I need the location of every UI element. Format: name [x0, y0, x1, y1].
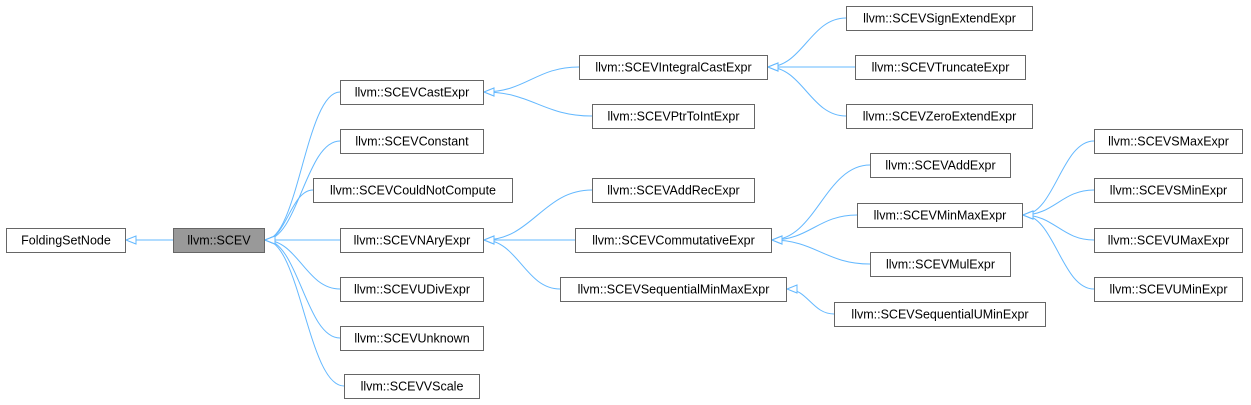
class-node-box [340, 80, 484, 105]
class-node-label: llvm::SCEVZeroExtendExpr [863, 110, 1017, 124]
class-node-label: llvm::SCEVMinMaxExpr [874, 209, 1007, 223]
edge-ptrtoint-to-castexpr [484, 92, 593, 117]
class-node-box [340, 129, 484, 154]
class-node-ptrtoint[interactable]: llvm::SCEVPtrToIntExpr [592, 104, 755, 129]
edge-couldnot-to-scev [265, 189, 314, 240]
class-node-box [1094, 178, 1243, 203]
class-node-box [340, 277, 484, 302]
class-node-castexpr[interactable]: llvm::SCEVCastExpr [340, 80, 484, 105]
class-node-label: llvm::SCEVCouldNotCompute [330, 184, 496, 198]
edge-smax-to-minmax [1023, 140, 1095, 215]
class-node-label: llvm::SCEVIntegralCastExpr [595, 61, 751, 75]
edge-sequmin-to-seqminmax [787, 289, 835, 315]
class-node-box [855, 55, 1026, 80]
class-node-label: llvm::SCEVUMaxExpr [1108, 234, 1230, 248]
class-node-udivexpr[interactable]: llvm::SCEVUDivExpr [340, 277, 484, 302]
class-node-label: llvm::SCEVCommutativeExpr [592, 234, 755, 248]
class-node-box [834, 302, 1046, 327]
class-node-label: llvm::SCEVUMinExpr [1109, 283, 1227, 297]
class-node-addrec[interactable]: llvm::SCEVAddRecExpr [592, 178, 755, 203]
class-node-seqminmax[interactable]: llvm::SCEVSequentialMinMaxExpr [560, 277, 787, 302]
class-node-unknown[interactable]: llvm::SCEVUnknown [340, 326, 484, 351]
class-node-label: llvm::SCEVCastExpr [355, 86, 470, 100]
class-node-box [340, 326, 484, 351]
class-node-label: llvm::SCEVMulExpr [886, 258, 995, 272]
class-node-label: llvm::SCEVSequentialUMinExpr [851, 308, 1028, 322]
class-node-constant[interactable]: llvm::SCEVConstant [340, 129, 484, 154]
class-node-label: llvm::SCEVSignExtendExpr [863, 12, 1016, 26]
class-node-box [846, 6, 1033, 31]
class-node-label: llvm::SCEVNAryExpr [354, 234, 471, 248]
class-node-zeroext[interactable]: llvm::SCEVZeroExtendExpr [846, 104, 1033, 129]
class-node-box [579, 55, 768, 80]
class-node-label: llvm::SCEV [187, 234, 251, 248]
class-node-integralcast[interactable]: llvm::SCEVIntegralCastExpr [579, 55, 768, 80]
class-node-umax[interactable]: llvm::SCEVUMaxExpr [1094, 228, 1243, 253]
edge-seqminmax-to-naryexpr [484, 240, 561, 290]
class-node-label: llvm::SCEVSMaxExpr [1108, 135, 1229, 149]
class-node-box [846, 104, 1033, 129]
class-node-smin[interactable]: llvm::SCEVSMinExpr [1094, 178, 1243, 203]
edge-addrec-to-naryexpr [484, 189, 593, 240]
edge-unknown-to-scev [265, 240, 341, 339]
class-node-box [857, 203, 1023, 228]
edge-integralcast-to-castexpr [484, 66, 580, 92]
class-node-box [1094, 277, 1243, 302]
class-node-couldnot[interactable]: llvm::SCEVCouldNotCompute [313, 178, 513, 203]
class-node-label: llvm::SCEVAddExpr [885, 159, 995, 173]
class-node-label: llvm::SCEVConstant [355, 135, 469, 149]
class-node-box [870, 252, 1011, 277]
class-node-mulexpr[interactable]: llvm::SCEVMulExpr [870, 252, 1011, 277]
class-node-box [1094, 228, 1243, 253]
class-node-box [344, 374, 480, 399]
edge-umin-to-minmax [1023, 215, 1095, 290]
class-node-addexpr[interactable]: llvm::SCEVAddExpr [870, 153, 1011, 178]
edge-castexpr-to-scev [265, 91, 341, 240]
class-node-label: llvm::SCEVUDivExpr [354, 283, 470, 297]
class-node-box [560, 277, 787, 302]
edge-signext-to-integralcast [768, 17, 847, 67]
class-node-naryexpr[interactable]: llvm::SCEVNAryExpr [340, 228, 484, 253]
edge-addexpr-to-commutative [772, 164, 871, 240]
class-node-box [592, 104, 755, 129]
class-node-smax[interactable]: llvm::SCEVSMaxExpr [1094, 129, 1243, 154]
class-node-commutative[interactable]: llvm::SCEVCommutativeExpr [575, 228, 772, 253]
class-node-truncate[interactable]: llvm::SCEVTruncateExpr [855, 55, 1026, 80]
class-node-sequmin[interactable]: llvm::SCEVSequentialUMinExpr [834, 302, 1046, 327]
edge-minmax-to-commutative [772, 214, 858, 240]
edge-udivexpr-to-scev [265, 240, 341, 290]
edge-mulexpr-to-commutative [772, 240, 871, 265]
class-node-label: llvm::SCEVSequentialMinMaxExpr [578, 283, 770, 297]
class-node-vscale[interactable]: llvm::SCEVVScale [344, 374, 480, 399]
class-node-label: llvm::SCEVVScale [361, 380, 464, 394]
class-node-box [592, 178, 755, 203]
class-node-label: llvm::SCEVAddRecExpr [607, 184, 739, 198]
class-node-label: FoldingSetNode [21, 234, 111, 248]
class-node-signext[interactable]: llvm::SCEVSignExtendExpr [846, 6, 1033, 31]
class-node-box [1094, 129, 1243, 154]
class-node-box [575, 228, 772, 253]
class-node-box [6, 228, 126, 253]
class-node-scev: llvm::SCEV [173, 228, 265, 253]
class-node-label: llvm::SCEVSMinExpr [1110, 184, 1227, 198]
class-node-box [870, 153, 1011, 178]
edge-vscale-to-scev [265, 240, 345, 387]
class-node-box [340, 228, 484, 253]
class-node-box [313, 178, 513, 203]
class-node-label: llvm::SCEVPtrToIntExpr [608, 110, 740, 124]
class-node-label: llvm::SCEVTruncateExpr [872, 61, 1010, 75]
class-node-label: llvm::SCEVUnknown [354, 332, 469, 346]
edge-zeroext-to-integralcast [768, 67, 847, 117]
class-node-folding[interactable]: FoldingSetNode [6, 228, 126, 253]
class-node-umin[interactable]: llvm::SCEVUMinExpr [1094, 277, 1243, 302]
class-node-minmax[interactable]: llvm::SCEVMinMaxExpr [857, 203, 1023, 228]
class-node-box [173, 228, 265, 253]
